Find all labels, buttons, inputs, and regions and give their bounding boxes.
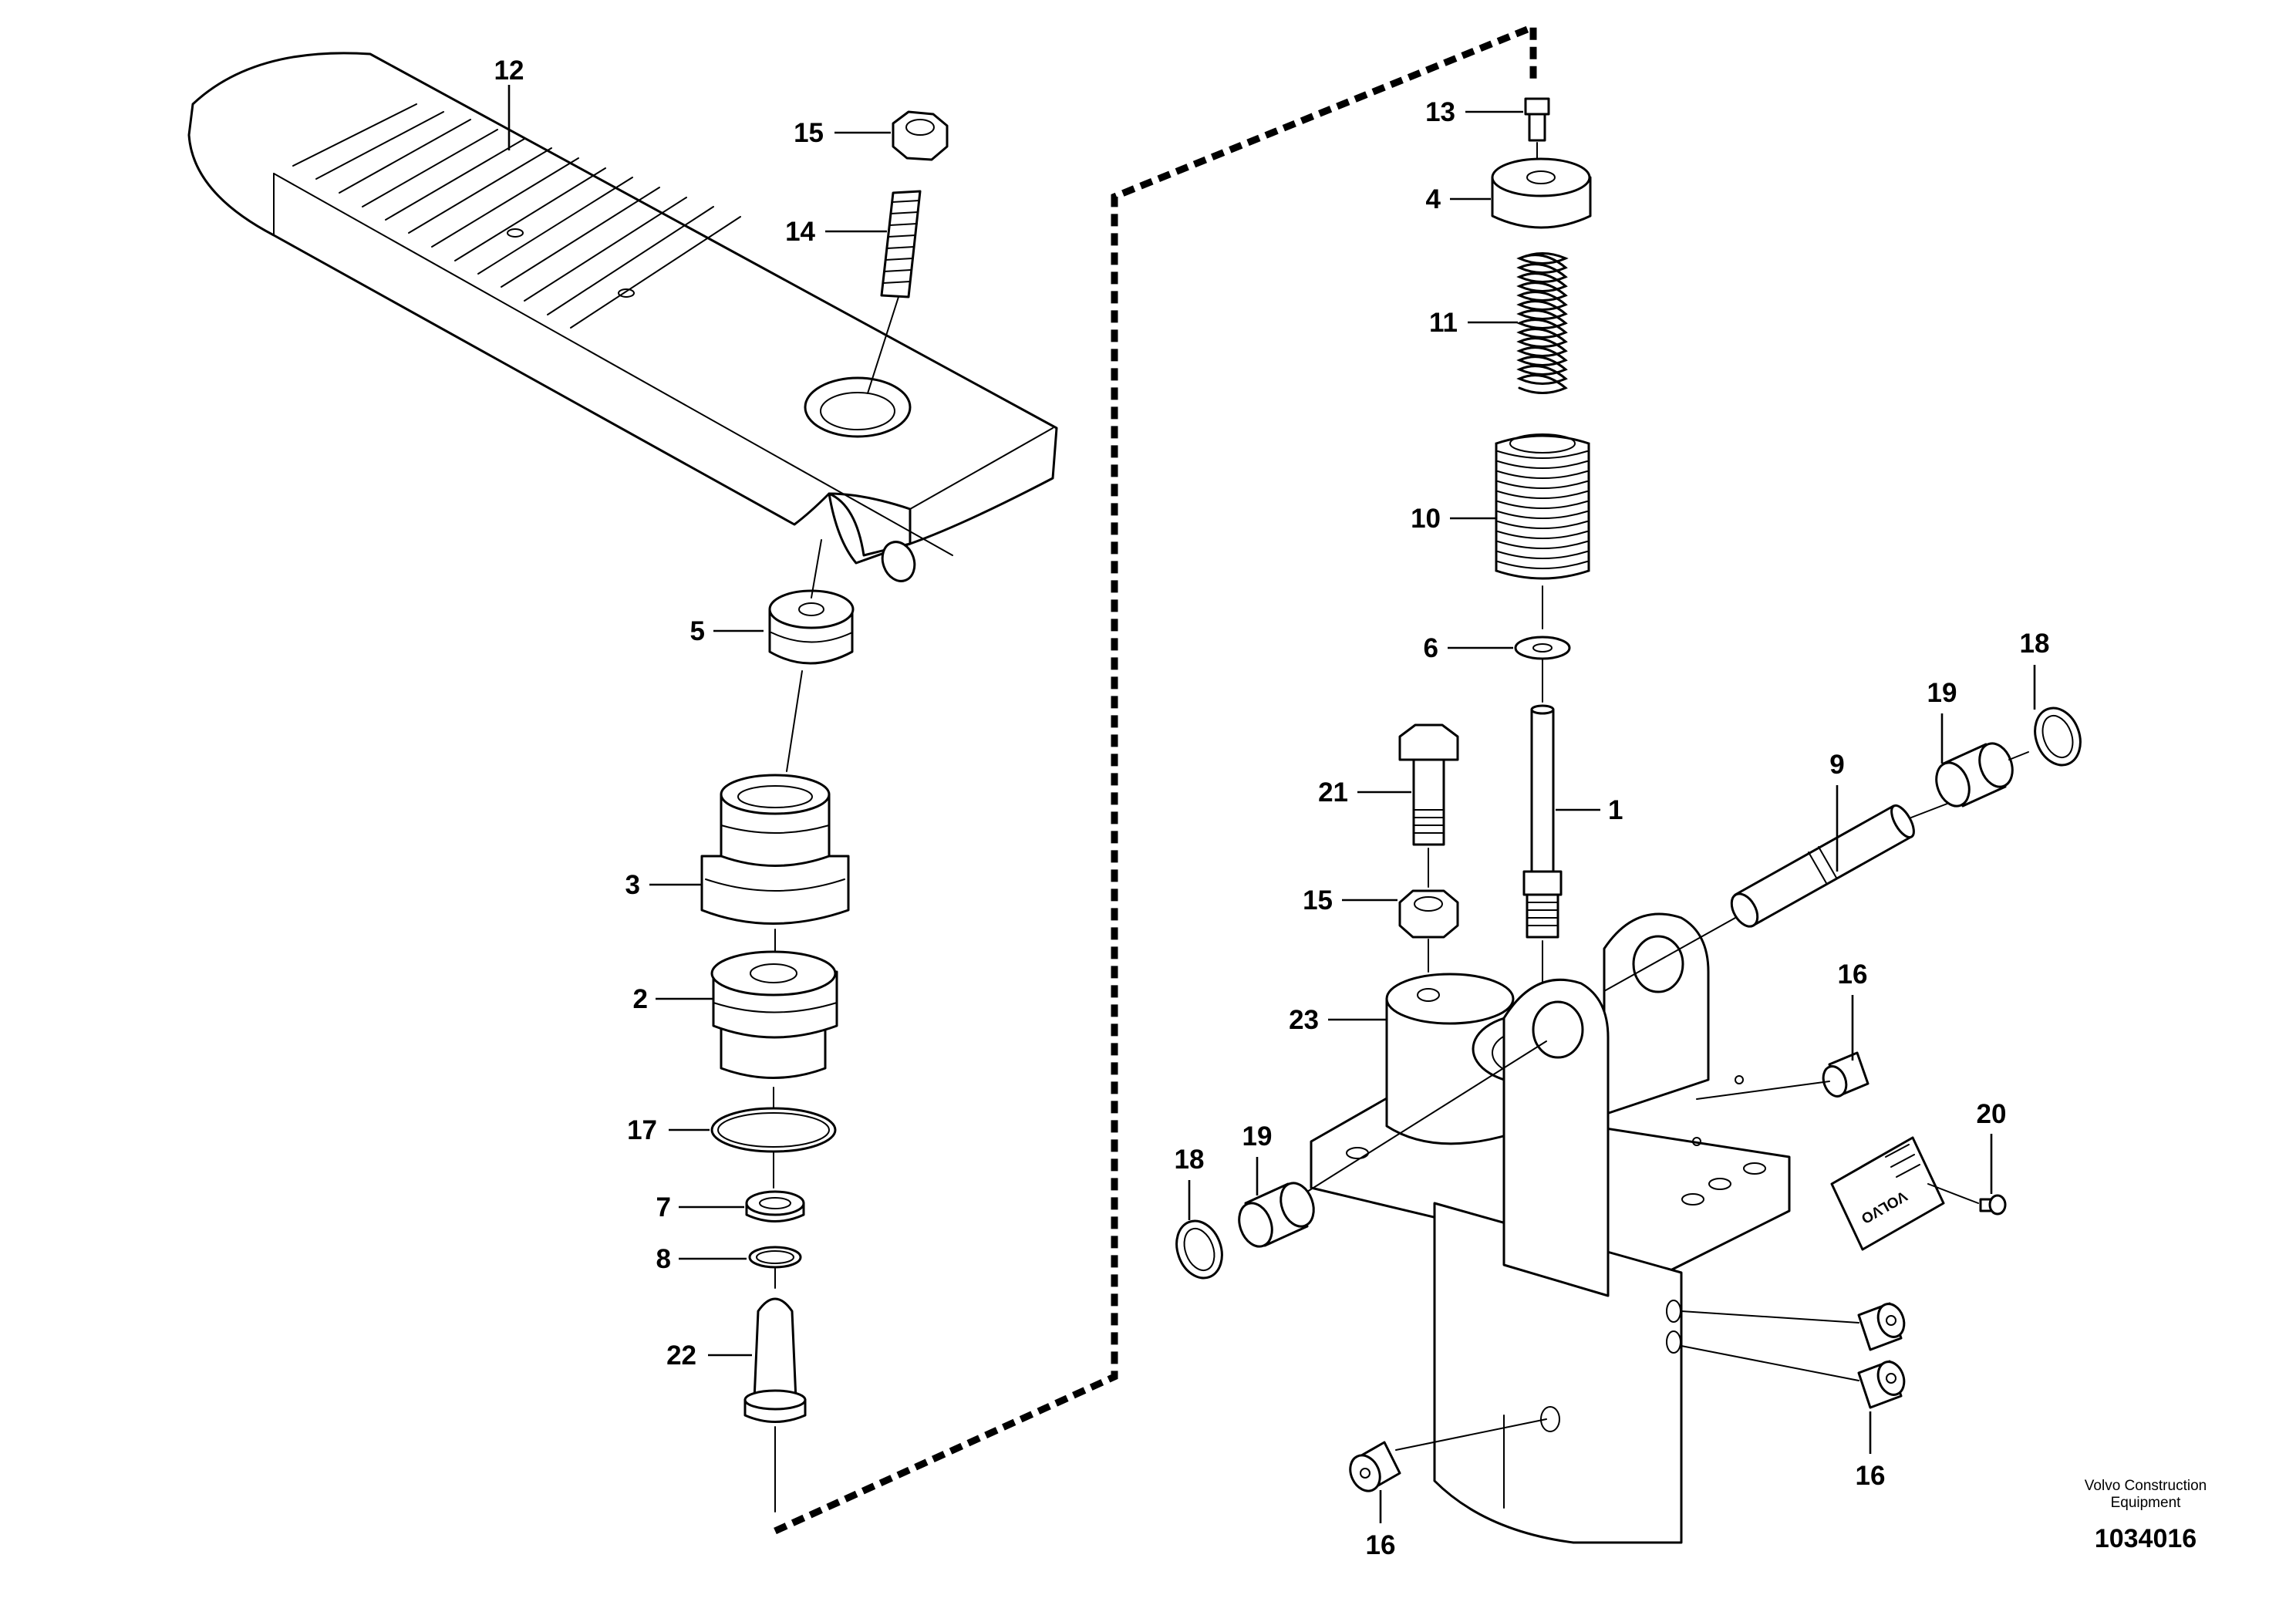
part-16-set-screw-bottom <box>1349 1418 1547 1492</box>
footer-figure-number: 1034016 <box>2095 1524 2197 1553</box>
callout-18-right: 18 <box>2020 629 2050 659</box>
footer-company-line1: Volvo Construction <box>2085 1478 2207 1494</box>
part-1-valve-rod <box>1522 704 1563 996</box>
part-18-ring-left <box>1175 1219 1223 1280</box>
part-19-bushing-right <box>1935 742 2029 808</box>
part-15-nut-right <box>1398 889 1459 973</box>
part-4-spring-cap <box>1491 157 1592 229</box>
part-17-o-ring <box>710 1107 837 1189</box>
part-16-set-screw-low <box>1681 1345 1906 1409</box>
callout-23: 23 <box>1289 1005 1319 1035</box>
part-3-boot <box>700 774 850 969</box>
part-15-nut <box>892 110 949 161</box>
part-5-seal <box>768 539 855 772</box>
part-14-stud <box>867 190 922 394</box>
callout-13: 13 <box>1425 97 1455 127</box>
callout-18-left: 18 <box>1175 1145 1205 1175</box>
part-20-id-plate: VOLVO <box>1830 1136 2007 1251</box>
leader-lines <box>507 85 2036 1523</box>
part-16-set-screw-top <box>1696 1051 1870 1100</box>
part-2-bushing <box>710 950 838 1123</box>
callout-2: 2 <box>633 984 648 1014</box>
dashed-connection-line <box>774 22 1537 1535</box>
part-13-screw <box>1524 97 1550 167</box>
callout-19-right: 19 <box>1927 678 1957 708</box>
callout-22: 22 <box>666 1340 696 1371</box>
callout-19-left: 19 <box>1242 1121 1273 1152</box>
callout-8: 8 <box>656 1244 671 1274</box>
callout-1: 1 <box>1608 795 1623 825</box>
callout-6: 6 <box>1424 633 1438 663</box>
part-23-housing <box>1310 912 1791 1544</box>
callout-7: 7 <box>656 1192 671 1222</box>
callout-5: 5 <box>690 616 705 646</box>
part-19-bushing-left <box>1238 1040 1547 1248</box>
footer: Volvo Construction Equipment 1034016 <box>2085 1478 2207 1553</box>
part-7-washer <box>745 1190 805 1222</box>
callout-11: 11 <box>1429 308 1458 338</box>
callout-labels: 12 15 14 5 3 2 17 7 8 22 13 4 11 10 6 1 … <box>494 56 2050 1560</box>
callout-21: 21 <box>1318 777 1348 808</box>
callout-12: 12 <box>494 56 524 86</box>
part-18-ring-right <box>2034 706 2082 767</box>
callout-9: 9 <box>1829 750 1844 780</box>
callout-15-right: 15 <box>1303 885 1333 916</box>
callout-17: 17 <box>627 1115 657 1145</box>
part-21-bolt <box>1398 723 1459 888</box>
part-22-plunger <box>743 1297 807 1512</box>
part-10-outer-spring <box>1495 433 1590 629</box>
part-8-snap-ring <box>748 1246 802 1289</box>
part-12-pedal <box>187 52 1058 582</box>
part-16-set-screw-mid <box>1681 1302 1906 1351</box>
part-6-washer <box>1514 636 1571 703</box>
part-11-inner-spring <box>1516 252 1569 394</box>
callout-16-right: 16 <box>1856 1461 1886 1491</box>
part-9-pin <box>1603 801 1952 992</box>
callout-14: 14 <box>785 217 815 247</box>
callout-16-top: 16 <box>1838 959 1868 990</box>
callout-10: 10 <box>1411 504 1441 534</box>
callout-20: 20 <box>1977 1099 2007 1129</box>
callout-16-bottom: 16 <box>1366 1530 1396 1560</box>
footer-company-line2: Equipment <box>2111 1495 2182 1511</box>
callout-3: 3 <box>625 870 640 900</box>
callout-15: 15 <box>794 118 824 148</box>
callout-4: 4 <box>1426 184 1441 214</box>
